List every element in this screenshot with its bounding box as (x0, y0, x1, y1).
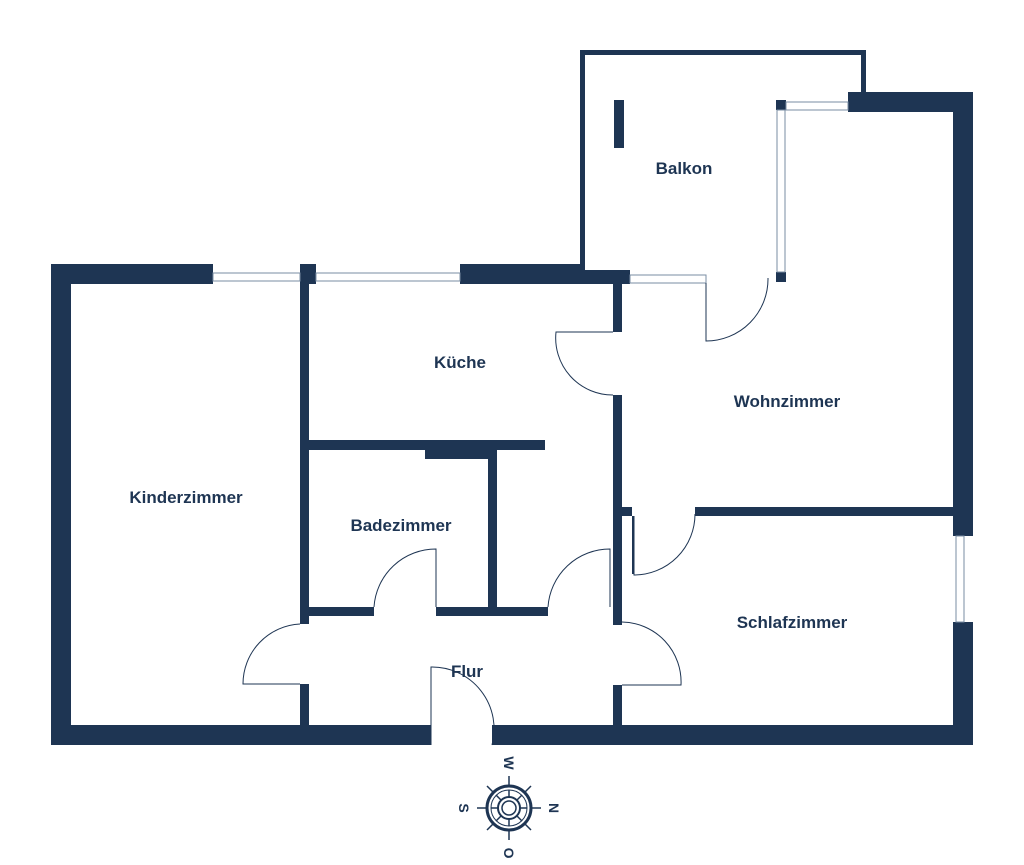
room-label-kinderzimmer: Kinderzimmer (129, 488, 243, 507)
window-wohn-balkon-lower (629, 274, 707, 284)
balcony-post (614, 100, 624, 148)
window-wohn-balkon-side (776, 109, 786, 273)
door-abstellraum (547, 548, 611, 608)
interior-walls (300, 264, 953, 730)
door-kinderzimmer (242, 623, 301, 685)
room-label-flur: Flur (451, 662, 483, 681)
window-wohn-top (785, 101, 849, 111)
door-badezimmer (373, 548, 437, 608)
compass-icon: W N O S (456, 756, 562, 858)
room-label-kueche: Küche (434, 353, 486, 372)
compass-label-bottom: O (501, 848, 517, 859)
compass-label-right: N (546, 803, 562, 813)
balcony-walls (580, 50, 866, 275)
window-schlafzimmer (955, 535, 965, 623)
window-kueche (315, 272, 461, 282)
room-label-schlafzimmer: Schlafzimmer (737, 613, 848, 632)
doors (242, 277, 769, 746)
compass-label-left: S (456, 803, 472, 812)
door-balkon (705, 277, 769, 342)
door-wohnzimmer (633, 513, 696, 576)
room-label-wohnzimmer: Wohnzimmer (734, 392, 841, 411)
door-schlafzimmer (621, 621, 682, 686)
windows (212, 101, 965, 623)
room-label-balkon: Balkon (656, 159, 713, 178)
compass-label-top: W (501, 756, 517, 770)
exterior-walls (51, 92, 973, 745)
door-entrance (430, 666, 495, 746)
door-kueche (555, 331, 614, 396)
room-label-badezimmer: Badezimmer (350, 516, 451, 535)
room-labels: Balkon Küche Wohnzimmer Kinderzimmer Bad… (129, 159, 847, 681)
window-kinderzimmer (212, 272, 301, 282)
